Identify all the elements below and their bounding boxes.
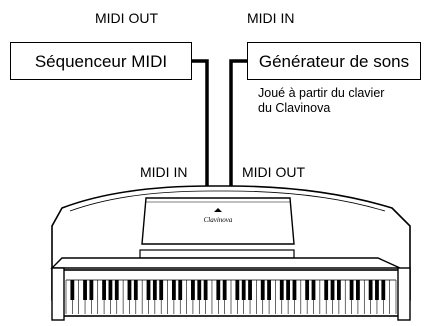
black-key — [89, 280, 94, 300]
black-key — [336, 280, 341, 300]
black-key — [241, 280, 246, 300]
sequencer-box: Séquenceur MIDI — [10, 42, 192, 80]
black-key — [349, 280, 354, 300]
black-key — [248, 280, 252, 300]
black-key — [375, 280, 379, 300]
black-key — [311, 280, 316, 300]
black-key — [197, 280, 202, 300]
generator-note-line2: du Clavinova — [258, 101, 331, 115]
black-key — [191, 280, 195, 300]
cable-sequencer-to-clavinova — [192, 59, 209, 186]
keyboard-keys — [65, 279, 397, 314]
black-key — [368, 280, 373, 300]
tone-generator-label: Générateur de sons — [258, 51, 410, 71]
cable-clavinova-to-generator — [229, 59, 247, 186]
clavinova-logo: Clavinova — [204, 216, 233, 224]
black-key — [356, 280, 360, 300]
generator-midi-in-label: MIDI IN — [247, 10, 295, 26]
generator-note-line1: Joué à partir du clavier — [258, 86, 385, 100]
black-key — [279, 280, 284, 300]
black-key — [286, 280, 291, 300]
black-key — [216, 280, 221, 300]
tone-generator-box: Générateur de sons — [247, 42, 421, 80]
black-key — [203, 280, 208, 300]
black-key — [102, 280, 106, 300]
black-key — [133, 280, 138, 300]
black-key — [305, 280, 310, 300]
black-key — [108, 280, 113, 300]
black-key — [70, 280, 75, 300]
black-key — [171, 280, 176, 300]
black-key — [381, 280, 386, 300]
black-key — [152, 280, 157, 300]
black-key — [127, 280, 132, 300]
black-key — [235, 280, 240, 300]
black-key — [292, 280, 297, 300]
generator-note: Joué à partir du clavier du Clavinova — [258, 86, 384, 116]
black-key — [114, 280, 119, 300]
clavinova-piano — [50, 185, 411, 321]
sequencer-midi-out-label: MIDI OUT — [95, 10, 158, 26]
black-key — [146, 280, 151, 300]
black-key — [324, 280, 329, 300]
black-key — [330, 280, 335, 300]
clavinova-midi-in-label: MIDI IN — [140, 164, 188, 180]
black-key — [260, 280, 265, 300]
black-key — [83, 280, 87, 300]
sequencer-label: Séquenceur MIDI — [34, 51, 168, 71]
black-key — [222, 280, 227, 300]
clavinova-midi-out-label: MIDI OUT — [242, 164, 305, 180]
black-key — [178, 280, 183, 300]
black-key — [159, 280, 164, 300]
black-key — [267, 280, 271, 300]
